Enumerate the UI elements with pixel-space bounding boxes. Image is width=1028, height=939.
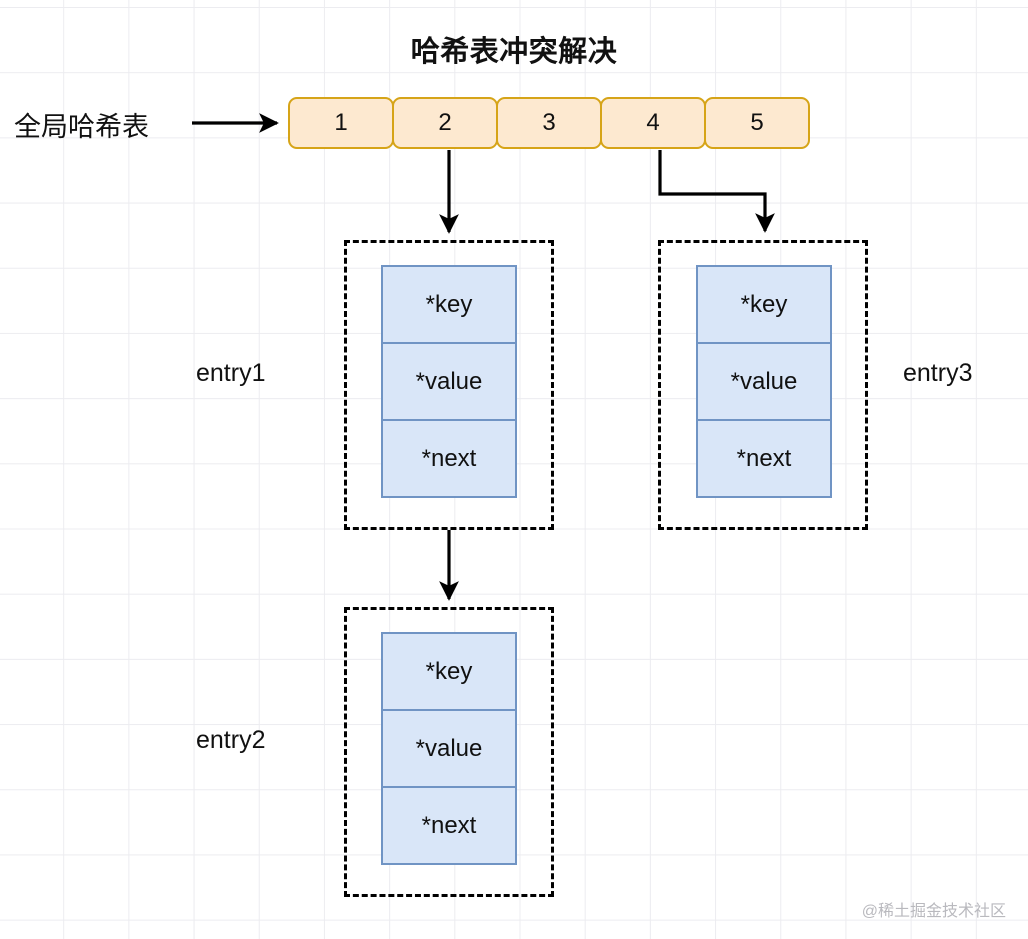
entry1-container[interactable] [344,240,554,530]
hash-bucket-2-index: 2 [438,109,452,136]
entry2-container[interactable] [344,607,554,897]
entry3-field-value[interactable]: *value [696,342,832,421]
hash-bucket-3[interactable]: 3 [496,97,602,149]
entry1-fields: *key *value *next [381,265,517,498]
entry3-fields: *key *value *next [696,265,832,498]
page-title: 哈希表冲突解决 [410,36,618,68]
entry2-label: entry2 [196,726,266,754]
entry3-container[interactable] [658,240,868,530]
hash-bucket-4[interactable]: 4 [600,97,706,149]
entry3-field-key[interactable]: *key [696,265,832,344]
watermark: @稀土掘金技术社区 [861,903,1006,920]
hash-bucket-5-index: 5 [750,109,764,136]
global-hash-table-label: 全局哈希表 [14,112,149,142]
hash-bucket-3-index: 3 [542,109,556,136]
hash-bucket-1-index: 1 [334,109,348,136]
entry1-field-value[interactable]: *value [381,342,517,421]
entry2-fields: *key *value *next [381,632,517,865]
entry1-field-next[interactable]: *next [381,419,517,498]
hash-bucket-5[interactable]: 5 [704,97,810,149]
hash-bucket-4-index: 4 [646,109,660,136]
entry2-field-key[interactable]: *key [381,632,517,711]
hash-bucket-array: 1 2 3 4 5 [288,97,810,149]
entry2-field-next[interactable]: *next [381,786,517,865]
entry1-label: entry1 [196,359,266,387]
hash-bucket-1[interactable]: 1 [288,97,394,149]
hash-bucket-2[interactable]: 2 [392,97,498,149]
entry3-field-next[interactable]: *next [696,419,832,498]
entry1-field-key[interactable]: *key [381,265,517,344]
entry3-label: entry3 [903,359,973,387]
entry2-field-value[interactable]: *value [381,709,517,788]
